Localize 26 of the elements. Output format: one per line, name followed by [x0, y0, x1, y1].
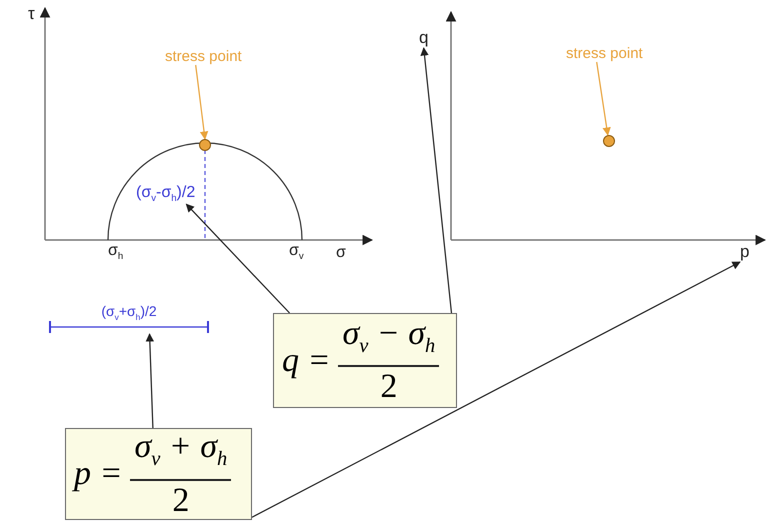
numerator-text: σ$_{v}$ − σ$_{h}$	[338, 314, 440, 368]
callout-text: stress point	[566, 45, 643, 62]
formula-box	[65, 428, 252, 520]
axis-tick-label: σ$_{v}$	[289, 242, 304, 262]
stress-point-marker	[603, 135, 615, 147]
denominator-text: 2	[172, 480, 190, 521]
callout-text: stress point	[165, 48, 242, 65]
formula-box	[273, 313, 457, 408]
denominator-text: 2	[380, 367, 398, 408]
leader-line	[195, 64, 208, 140]
numerator-text: σ$_{v}$ + σ$_{h}$	[130, 427, 232, 481]
axis-label: σ	[336, 244, 346, 262]
arrow	[252, 261, 741, 518]
axis-label: p	[740, 242, 750, 262]
formula-text: q =	[282, 342, 330, 380]
axis-label: q	[419, 28, 428, 48]
dimension-label: (σ$_{v}$+σ$_{h}$)/2	[50, 302, 208, 334]
axis-tick-label: σ$_{h}$	[108, 242, 124, 262]
arrow	[420, 47, 452, 314]
arrow	[146, 333, 154, 428]
formula-text: p =	[74, 455, 122, 493]
radius-label: (σ$_{v}$-σ$_{h}$)/2	[136, 184, 196, 204]
stress-point-marker	[199, 139, 211, 151]
axis-label: τ	[28, 4, 35, 24]
arrow	[186, 204, 290, 314]
leader-line	[596, 62, 611, 136]
